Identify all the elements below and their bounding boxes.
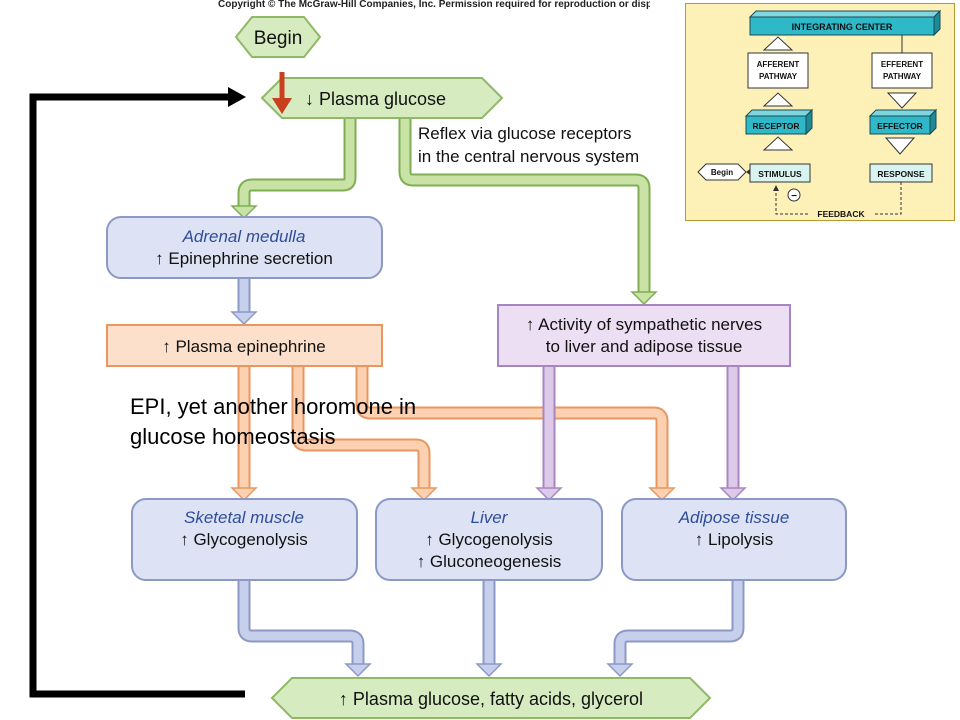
adipose-tissue-node: Adipose tissue ↑ Lipolysis — [621, 498, 847, 581]
inset-response-label: RESPONSE — [877, 169, 925, 179]
inset-integrating-label: INTEGRATING CENTER — [792, 22, 893, 32]
feedback-loop-arrow — [29, 87, 246, 698]
inset-integrating-center: INTEGRATING CENTER — [748, 9, 942, 37]
connector-skeletal-to-final — [237, 580, 372, 678]
connector-epinephrine-to-skeletal — [230, 366, 258, 502]
final-plasma-label: ↑ Plasma glucose, fatty acids, glycerol — [339, 689, 643, 709]
begin-label: Begin — [254, 28, 303, 49]
plasma-epinephrine-node: ↑ Plasma epinephrine — [106, 324, 383, 367]
final-plasma-node: ↑ Plasma glucose, fatty acids, glycerol — [270, 677, 712, 719]
connector-liver-to-final — [475, 580, 503, 678]
liver-title: Liver — [471, 508, 509, 527]
inset-stimulus: STIMULUS — [749, 163, 811, 183]
liver-line1: ↑ Glycogenolysis — [425, 530, 553, 549]
annotation-line1: EPI, yet another horomone in — [130, 394, 417, 419]
adipose-tissue-line1: ↑ Lipolysis — [695, 530, 773, 549]
inset-effector: EFFECTOR — [868, 108, 938, 136]
reflex-loop-inset: INTEGRATING CENTER AFFERENT PATHWAY EFFE… — [685, 3, 955, 221]
copyright-notice: Copyright © The McGraw-Hill Companies, I… — [218, 0, 650, 10]
adrenal-medulla-title: Adrenal medulla — [182, 227, 306, 246]
connector-sympathetic-to-liver — [535, 366, 563, 502]
reflex-text-line1: Reflex via glucose receptors — [418, 124, 632, 143]
adrenal-medulla-node: Adrenal medulla ↑ Epinephrine secretion — [106, 216, 383, 279]
annotation-text: EPI, yet another horomone in glucose hom… — [130, 392, 490, 452]
plasma-epinephrine-label: ↑ Plasma epinephrine — [162, 337, 325, 356]
liver-line2: ↑ Gluconeogenesis — [417, 552, 562, 571]
inset-begin: Begin — [697, 163, 750, 181]
begin-node: Begin — [234, 16, 322, 58]
inset-afferent-line2: PATHWAY — [759, 72, 798, 81]
inset-receptor: RECEPTOR — [744, 108, 814, 136]
reflex-loop-inset-svg: INTEGRATING CENTER AFFERENT PATHWAY EFFE… — [697, 9, 942, 220]
sympathetic-line2: to liver and adipose tissue — [546, 337, 743, 356]
inset-afferent-pathway: AFFERENT PATHWAY — [747, 36, 809, 107]
inset-response: RESPONSE — [869, 163, 933, 183]
annotation-line2: glucose homeostasis — [130, 424, 336, 449]
plasma-glucose-down-label: ↓ Plasma glucose — [305, 89, 446, 109]
inset-minus-sign: − — [791, 191, 797, 202]
inset-stimulus-label: STIMULUS — [758, 169, 802, 179]
inset-arrow-effector-response — [884, 137, 916, 155]
skeletal-muscle-title: Sketetal muscle — [184, 508, 304, 527]
inset-receptor-label: RECEPTOR — [752, 121, 799, 131]
connector-epinephrine-to-adipose — [355, 366, 676, 502]
connector-epinephrine-to-liver — [291, 366, 438, 502]
sympathetic-line1: ↑ Activity of sympathetic nerves — [526, 315, 762, 334]
inset-efferent-line1: EFFERENT — [881, 60, 923, 69]
connector-glucose-to-sympathetic — [398, 118, 658, 306]
red-down-arrow — [272, 72, 292, 114]
inset-feedback-label: FEEDBACK — [817, 209, 865, 219]
inset-afferent-line1: AFFERENT — [757, 60, 800, 69]
connector-glucose-to-adrenal — [230, 118, 357, 220]
skeletal-muscle-node: Sketetal muscle ↑ Glycogenolysis — [131, 498, 358, 581]
adipose-tissue-title: Adipose tissue — [678, 508, 790, 527]
inset-efferent-pathway: EFFERENT PATHWAY — [871, 35, 933, 109]
inset-arrow-stimulus-receptor — [762, 136, 794, 151]
inset-feedback-loop: − FEEDBACK — [773, 182, 902, 220]
adrenal-medulla-line1: ↑ Epinephrine secretion — [155, 249, 333, 268]
connector-adrenal-to-epinephrine — [230, 278, 258, 326]
connector-sympathetic-to-adipose — [719, 366, 747, 502]
skeletal-muscle-line1: ↑ Glycogenolysis — [180, 530, 308, 549]
connector-adipose-to-final — [606, 580, 745, 678]
inset-begin-label: Begin — [711, 168, 733, 177]
inset-effector-label: EFFECTOR — [877, 121, 923, 131]
sympathetic-nerves-node: ↑ Activity of sympathetic nerves to live… — [497, 304, 791, 367]
liver-node: Liver ↑ Glycogenolysis ↑ Gluconeogenesis — [375, 498, 603, 581]
inset-efferent-line2: PATHWAY — [883, 72, 922, 81]
reflex-text-line2: in the central nervous system — [418, 147, 639, 166]
plasma-glucose-down-node: ↓ Plasma glucose — [260, 77, 504, 119]
